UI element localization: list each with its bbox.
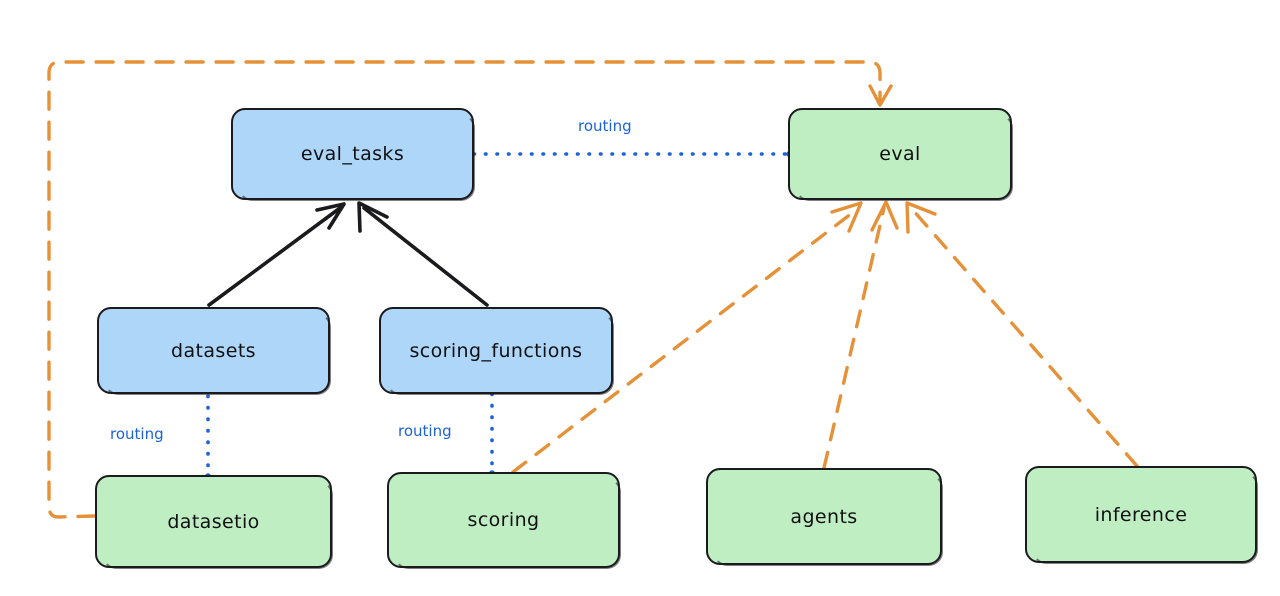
node-agents[interactable]: agents [706,468,943,566]
node-label: datasetio [167,510,260,533]
node-eval_tasks[interactable]: eval_tasks [231,108,475,201]
edge-label-routing-eval_tasks-eval: routing [578,117,632,135]
node-scoring[interactable]: scoring [387,472,621,569]
edge-scoring-eval-arrowhead [830,201,863,233]
node-label: scoring [467,509,540,531]
edge-inference-eval [910,207,1139,468]
edge-label-routing-datasets-datasetio: routing [110,425,164,443]
edge-label-routing-scoring_functions-scoring: routing [398,422,452,440]
node-label: datasets [171,339,256,362]
edge-inference-eval-arrowhead [905,201,937,234]
edge-datasets-eval_tasks [207,206,342,307]
node-label: eval [879,143,921,165]
node-label: eval_tasks [300,143,405,165]
edge-datasetio-eval [47,60,882,519]
edge-agents-eval-arrowhead [870,200,899,232]
node-scoring_functions[interactable]: scoring_functions [379,307,614,395]
node-label: agents [790,505,858,528]
edge-scoring_functions-eval_tasks-arrowhead [357,201,389,233]
node-eval[interactable]: eval [788,108,1013,201]
edge-scoring_functions-eval_tasks [362,206,489,307]
node-datasetio[interactable]: datasetio [95,475,333,569]
edge-agents-eval [822,206,886,470]
node-label: scoring_functions [409,339,583,362]
edge-scoring-eval [511,208,858,474]
edge-datasetio-eval-arrowhead [868,84,893,107]
node-inference[interactable]: inference [1025,466,1258,564]
node-datasets[interactable]: datasets [97,307,331,395]
edge-datasets-eval_tasks-arrowhead [315,202,346,230]
node-label: inference [1094,503,1188,526]
